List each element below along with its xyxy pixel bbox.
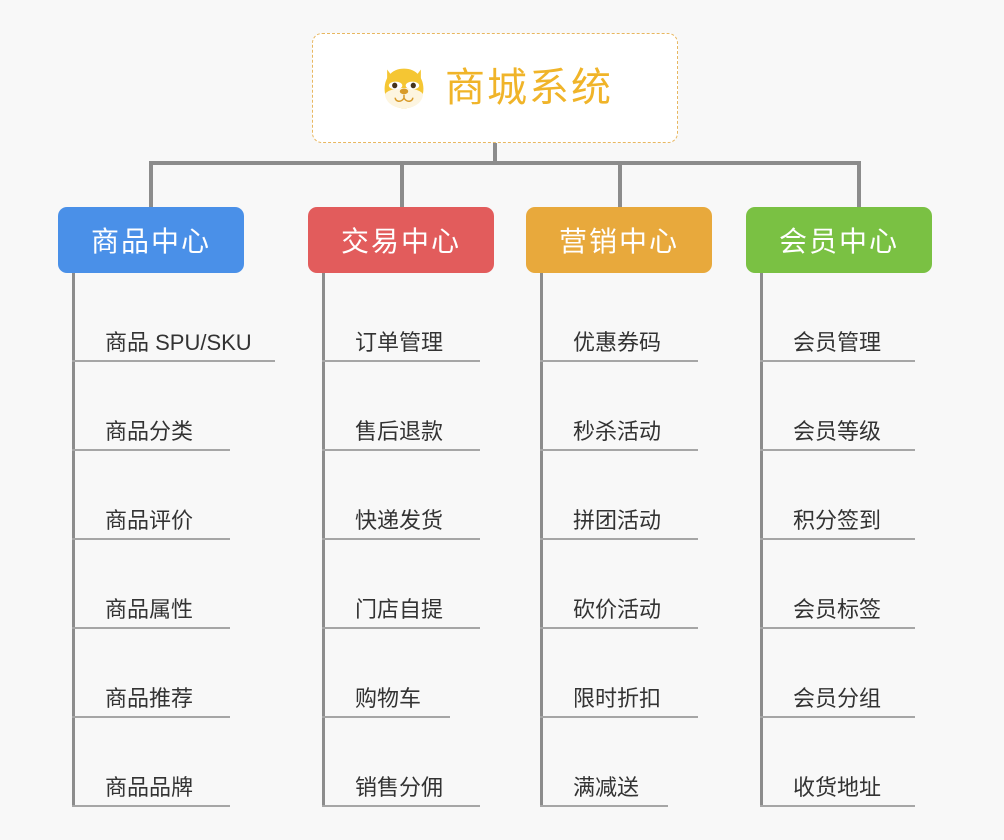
leaf-label: 砍价活动 <box>573 597 662 622</box>
leaf-underline <box>72 627 230 629</box>
branch-trunk <box>760 273 763 807</box>
leaf-item[interactable]: 快递发货 <box>322 451 480 540</box>
category-box[interactable]: 交易中心 <box>308 207 494 273</box>
leaf-item[interactable]: 商品 SPU/SKU <box>72 273 275 362</box>
leaf-underline <box>540 716 698 718</box>
leaf-underline <box>540 627 698 629</box>
leaf-underline <box>540 805 668 807</box>
leaf-label: 满减送 <box>573 775 640 800</box>
leaf-label: 会员等级 <box>793 419 882 444</box>
leaf-item[interactable]: 会员管理 <box>760 273 915 362</box>
category-label: 交易中心 <box>340 226 461 257</box>
leaf-underline <box>760 360 915 362</box>
leaf-underline <box>760 805 915 807</box>
category-label: 营销中心 <box>558 226 679 257</box>
connector-bus <box>149 161 861 165</box>
leaf-label: 收货地址 <box>793 775 882 800</box>
leaf-label: 商品分类 <box>105 419 194 444</box>
leaf-label: 门店自提 <box>355 597 444 622</box>
leaf-item[interactable]: 积分签到 <box>760 451 915 540</box>
leaf-label: 会员管理 <box>793 330 882 355</box>
leaf-item[interactable]: 会员标签 <box>760 540 915 629</box>
leaf-label: 销售分佣 <box>355 775 444 800</box>
connector-drop-1 <box>149 161 153 207</box>
leaf-label: 快递发货 <box>355 508 444 533</box>
leaf-underline <box>760 716 915 718</box>
leaf-label: 限时折扣 <box>573 686 662 711</box>
leaf-item[interactable]: 优惠券码 <box>540 273 698 362</box>
leaf-item[interactable]: 秒杀活动 <box>540 362 698 451</box>
connector-drop-4 <box>857 161 861 207</box>
leaf-underline <box>322 538 480 540</box>
leaf-label: 订单管理 <box>355 330 444 355</box>
leaf-item[interactable]: 商品推荐 <box>72 629 230 718</box>
connector-drop-2 <box>400 161 404 207</box>
branch-trunk <box>540 273 543 807</box>
leaf-underline <box>322 716 450 718</box>
root-node[interactable]: 商城系统 <box>312 33 678 143</box>
leaf-item[interactable]: 订单管理 <box>322 273 480 362</box>
leaf-underline <box>72 805 230 807</box>
leaf-underline <box>540 449 698 451</box>
leaf-item[interactable]: 会员分组 <box>760 629 915 718</box>
category-box[interactable]: 会员中心 <box>746 207 932 273</box>
category-label: 会员中心 <box>778 226 899 257</box>
leaf-item[interactable]: 限时折扣 <box>540 629 698 718</box>
leaf-underline <box>760 449 915 451</box>
branch-trunk <box>72 273 75 807</box>
leaf-label: 商品属性 <box>105 597 194 622</box>
category-box[interactable]: 商品中心 <box>58 207 244 273</box>
leaf-underline <box>72 716 230 718</box>
branch-trunk <box>322 273 325 807</box>
leaf-item[interactable]: 购物车 <box>322 629 450 718</box>
leaf-label: 积分签到 <box>793 508 882 533</box>
leaf-underline <box>540 538 698 540</box>
leaf-underline <box>322 627 480 629</box>
leaf-label: 商品推荐 <box>105 686 194 711</box>
leaf-label: 商品评价 <box>105 508 194 533</box>
leaf-label: 优惠券码 <box>573 330 662 355</box>
leaf-item[interactable]: 拼团活动 <box>540 451 698 540</box>
leaf-underline <box>760 538 915 540</box>
leaf-underline <box>760 627 915 629</box>
leaf-item[interactable]: 商品属性 <box>72 540 230 629</box>
leaf-underline <box>72 449 230 451</box>
leaf-underline <box>72 538 230 540</box>
leaf-item[interactable]: 商品评价 <box>72 451 230 540</box>
dog-face-icon <box>384 68 424 109</box>
connector-drop-3 <box>618 161 622 207</box>
leaf-underline <box>540 360 698 362</box>
connector-root-stem <box>493 143 497 165</box>
leaf-underline <box>322 805 480 807</box>
root-title: 商城系统 <box>445 66 613 110</box>
leaf-item[interactable]: 会员等级 <box>760 362 915 451</box>
leaf-item[interactable]: 售后退款 <box>322 362 480 451</box>
leaf-label: 商品品牌 <box>105 775 194 800</box>
leaf-label: 售后退款 <box>355 419 444 444</box>
leaf-label: 秒杀活动 <box>573 419 662 444</box>
category-label: 商品中心 <box>90 226 211 257</box>
leaf-label: 会员分组 <box>793 686 882 711</box>
leaf-label: 拼团活动 <box>573 508 662 533</box>
leaf-item[interactable]: 门店自提 <box>322 540 480 629</box>
leaf-item[interactable]: 收货地址 <box>760 718 915 807</box>
leaf-label: 会员标签 <box>793 597 882 622</box>
leaf-item[interactable]: 满减送 <box>540 718 668 807</box>
leaf-label: 商品 SPU/SKU <box>105 330 252 355</box>
leaf-item[interactable]: 砍价活动 <box>540 540 698 629</box>
leaf-underline <box>322 360 480 362</box>
leaf-item[interactable]: 商品品牌 <box>72 718 230 807</box>
leaf-label: 购物车 <box>355 686 422 711</box>
category-box[interactable]: 营销中心 <box>526 207 712 273</box>
leaf-item[interactable]: 商品分类 <box>72 362 230 451</box>
leaf-underline <box>322 449 480 451</box>
leaf-item[interactable]: 销售分佣 <box>322 718 480 807</box>
leaf-underline <box>72 360 275 362</box>
